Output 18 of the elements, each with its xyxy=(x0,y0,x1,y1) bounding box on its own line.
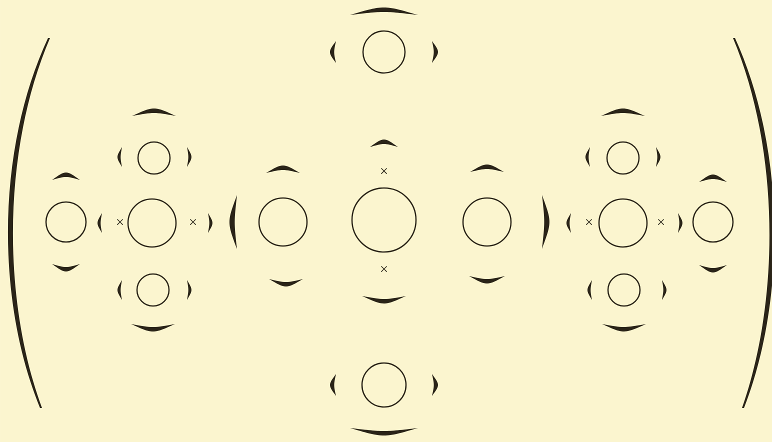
circle xyxy=(127,198,177,248)
circle xyxy=(362,30,406,74)
circle xyxy=(598,198,648,248)
circle xyxy=(45,201,87,243)
circle xyxy=(258,197,308,247)
cross-mark: × xyxy=(380,266,388,272)
circle xyxy=(692,201,734,243)
circle xyxy=(136,273,170,307)
cross-mark: × xyxy=(658,218,664,226)
cross-mark: × xyxy=(380,168,388,174)
circle xyxy=(351,187,417,253)
cross-mark: × xyxy=(190,218,196,226)
circle xyxy=(361,362,407,408)
circle xyxy=(607,273,641,307)
circle xyxy=(137,141,171,175)
cross-mark: × xyxy=(116,218,124,226)
circle xyxy=(462,197,512,247)
circle xyxy=(606,141,640,175)
